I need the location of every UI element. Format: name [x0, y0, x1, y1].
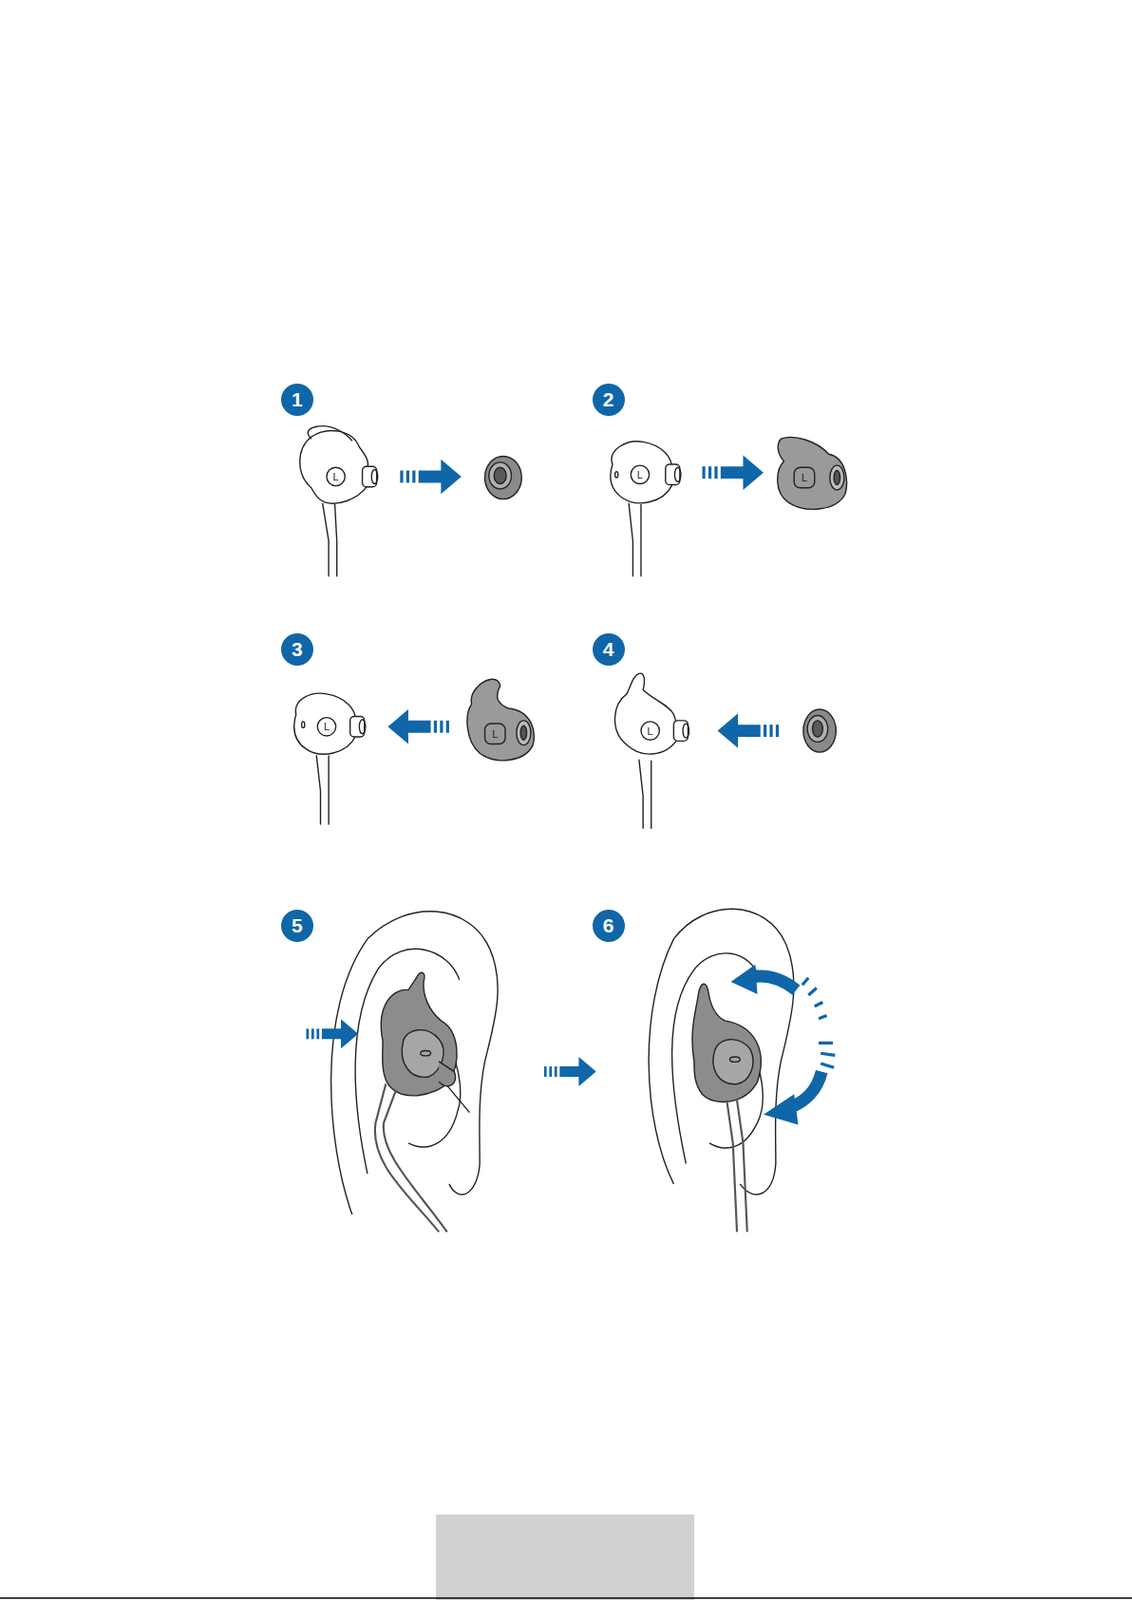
- step-number: 5: [281, 909, 314, 943]
- step-number: 3: [281, 633, 314, 666]
- step-number: 1: [281, 383, 314, 416]
- step-label: 6: [603, 914, 615, 938]
- side-mark: L: [487, 727, 503, 741]
- step-label: 5: [291, 914, 303, 938]
- rule: [0, 1597, 1132, 1600]
- side-mark: L: [328, 470, 344, 484]
- step-label: 2: [603, 388, 615, 412]
- page-tab: [435, 1514, 695, 1600]
- step-label: 1: [291, 388, 303, 412]
- side-mark: L: [642, 724, 659, 738]
- step-label: 4: [603, 638, 615, 661]
- step-number: 4: [592, 633, 625, 666]
- side-mark: L: [796, 471, 812, 485]
- side-mark: L: [632, 468, 648, 482]
- step-number: 2: [592, 383, 625, 416]
- step-label: 3: [291, 638, 303, 661]
- step-number: 6: [592, 909, 625, 943]
- side-mark: L: [319, 719, 335, 734]
